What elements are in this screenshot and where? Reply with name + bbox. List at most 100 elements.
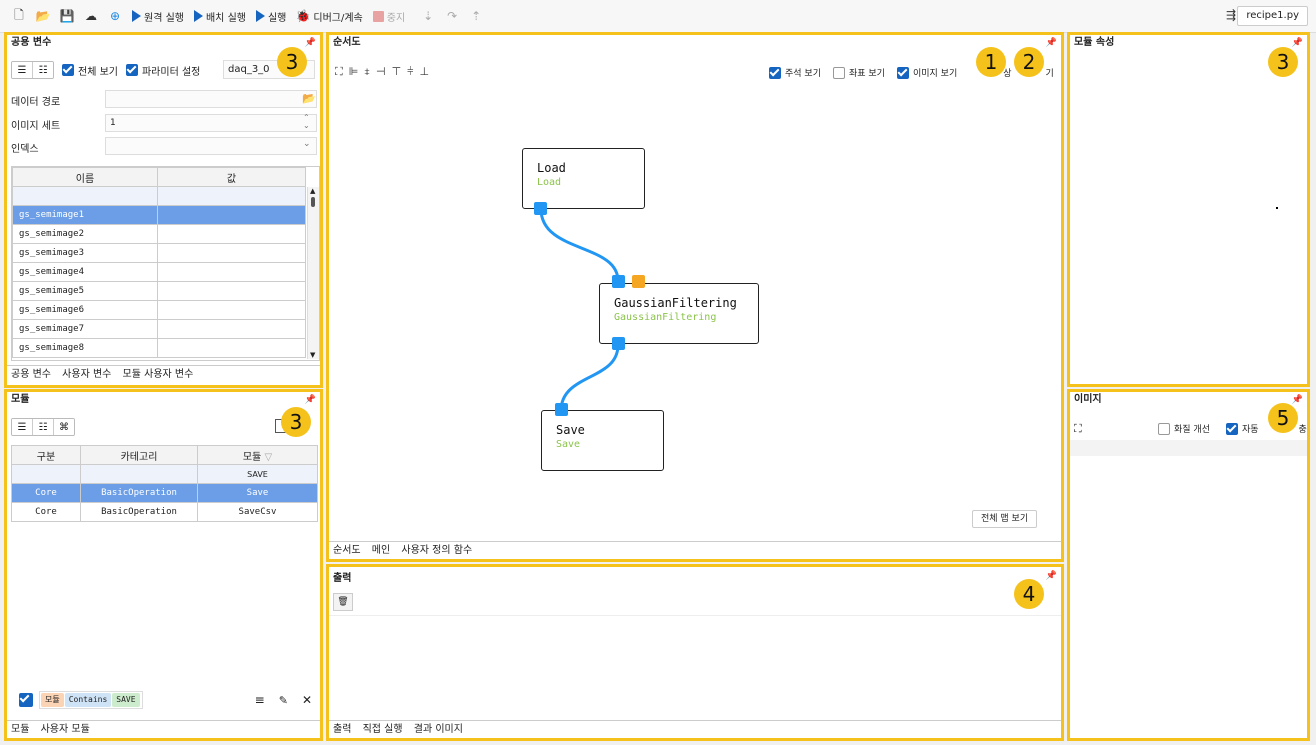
show-coords-checkbox[interactable] (832, 66, 845, 79)
export-icon[interactable]: ⇶ (1225, 8, 1236, 22)
show-comments-checkbox[interactable] (769, 66, 781, 79)
clear-output-button[interactable]: 🗑 (333, 593, 353, 611)
index-select[interactable] (105, 137, 317, 155)
list-view-icon[interactable]: ☰ (12, 419, 33, 435)
input-port[interactable] (555, 403, 568, 416)
stepper-arrows-icon[interactable]: ⌃⌄ (303, 113, 310, 130)
table-row[interactable]: gs_semimage6 (12, 300, 306, 320)
full-map-button[interactable]: 전체 맵 보기 (972, 510, 1038, 528)
var-value[interactable] (157, 262, 306, 282)
pin-icon[interactable]: 📌 (1291, 38, 1303, 48)
col-category[interactable]: 카테고리 (80, 445, 198, 465)
image-set-stepper[interactable]: 1 (105, 114, 317, 132)
col-module[interactable]: 모듈 ▽ (197, 445, 318, 465)
run-button[interactable]: 실행 (254, 5, 288, 27)
var-value[interactable] (157, 205, 306, 225)
filter-cell[interactable] (11, 464, 81, 484)
recipe-file-button[interactable]: recipe1.py (1237, 6, 1308, 26)
debug-continue-button[interactable]: 🐞디버그/계속 (294, 5, 364, 27)
table-row[interactable]: gs_semimage7 (12, 319, 306, 339)
detail-view-icon[interactable]: ☷ (33, 419, 54, 435)
scroll-up-icon[interactable]: ▲ (310, 187, 316, 195)
new-file-button[interactable]: 🗋 (10, 5, 28, 27)
pin-icon[interactable]: 📌 (304, 395, 316, 405)
var-value[interactable] (157, 224, 306, 244)
enhance-checkbox[interactable] (1158, 422, 1170, 435)
flow-canvas[interactable]: Load Load GaussianFiltering GaussianFilt… (329, 83, 1061, 543)
tab-user-functions[interactable]: 사용자 정의 함수 (401, 545, 473, 556)
var-value[interactable] (157, 338, 306, 358)
show-images-checkbox[interactable] (896, 66, 909, 79)
filter-icon[interactable]: ▽ (264, 451, 273, 463)
flow-node-load[interactable]: Load Load (522, 148, 645, 209)
col-name[interactable]: 이름 (12, 167, 158, 187)
var-value[interactable] (157, 300, 306, 320)
filter-cell[interactable] (80, 464, 198, 484)
stop-button[interactable]: 중지 (371, 5, 407, 27)
remote-run-button[interactable]: 원격 실행 (130, 5, 186, 27)
tab-direct-run[interactable]: 직접 실행 (362, 724, 403, 735)
step-button[interactable]: ⇣ (419, 5, 437, 27)
filter-enabled-checkbox[interactable] (19, 693, 33, 707)
input-port[interactable] (612, 275, 625, 288)
step-out-button[interactable]: ⇡ (467, 5, 485, 27)
align-right-icon[interactable]: ⊣ (375, 65, 386, 78)
pin-icon[interactable]: 📌 (304, 38, 316, 48)
tab-output[interactable]: 출력 (333, 724, 352, 735)
module-filter-cell[interactable]: SAVE (197, 464, 318, 484)
table-row[interactable]: gs_semimage1 (12, 205, 306, 225)
detail-view-icon[interactable]: ☷ (33, 62, 53, 78)
data-path-field[interactable] (105, 90, 317, 108)
image-canvas[interactable] (1070, 456, 1307, 738)
edge-gaussian-to-save[interactable] (559, 344, 620, 412)
aux-input-port[interactable] (632, 275, 645, 288)
align-top-icon[interactable]: ⊤ (391, 65, 402, 78)
add-recipe-button[interactable]: ⊕ (106, 5, 124, 27)
align-bottom-icon[interactable]: ⊥ (419, 65, 430, 78)
folder-icon[interactable]: 📂 (302, 92, 316, 105)
tab-result-image[interactable]: 결과 이미지 (413, 724, 463, 735)
tab-flowchart[interactable]: 순서도 (333, 545, 361, 556)
fit-icon[interactable]: ⛶ (1074, 422, 1082, 435)
fit-icon[interactable]: ⛶ (335, 65, 343, 78)
auto-checkbox[interactable] (1225, 422, 1238, 435)
var-value[interactable] (157, 281, 306, 301)
output-port[interactable] (534, 202, 547, 215)
var-value[interactable] (157, 319, 306, 339)
close-icon[interactable]: ✕ (301, 693, 312, 707)
output-port[interactable] (612, 337, 625, 350)
param-setting-checkbox[interactable] (125, 64, 138, 76)
filter-cell[interactable] (157, 186, 306, 206)
tab-modules[interactable]: 모듈 (11, 724, 30, 735)
tab-global-vars[interactable]: 공용 변수 (11, 369, 51, 380)
scroll-down-icon[interactable]: ▼ (310, 351, 316, 359)
col-kind[interactable]: 구분 (11, 445, 81, 465)
align-middle-icon[interactable]: ⫩ (407, 65, 414, 78)
table-row[interactable]: gs_semimage2 (12, 224, 306, 244)
filter-list-icon[interactable]: ≡ (254, 693, 265, 707)
tab-user-vars[interactable]: 사용자 변수 (62, 369, 112, 380)
table-row[interactable]: gs_semimage5 (12, 281, 306, 301)
show-all-checkbox[interactable] (62, 64, 74, 76)
output-console[interactable] (329, 615, 1061, 719)
align-center-icon[interactable]: ⧧ (364, 65, 370, 78)
var-value[interactable] (157, 243, 306, 263)
pin-icon[interactable]: 📌 (1291, 395, 1303, 405)
flow-node-save[interactable]: Save Save (541, 410, 664, 471)
tab-user-modules[interactable]: 사용자 모듈 (40, 724, 90, 735)
save-button[interactable]: 💾 (58, 5, 76, 27)
flow-node-gaussian[interactable]: GaussianFiltering GaussianFiltering (599, 283, 759, 344)
align-left-icon[interactable]: ⊫ (348, 65, 359, 78)
filter-cell[interactable] (12, 186, 158, 206)
col-value[interactable]: 값 (157, 167, 306, 187)
tab-module-user-vars[interactable]: 모듈 사용자 변수 (122, 369, 194, 380)
edit-icon[interactable]: ✎ (278, 693, 288, 707)
list-view-icon[interactable]: ☰ (12, 62, 33, 78)
image-view[interactable] (1070, 440, 1307, 456)
edge-load-to-gaussian[interactable] (539, 208, 620, 282)
scroll-thumb[interactable] (311, 197, 315, 207)
pin-icon[interactable]: 📌 (1045, 571, 1057, 581)
